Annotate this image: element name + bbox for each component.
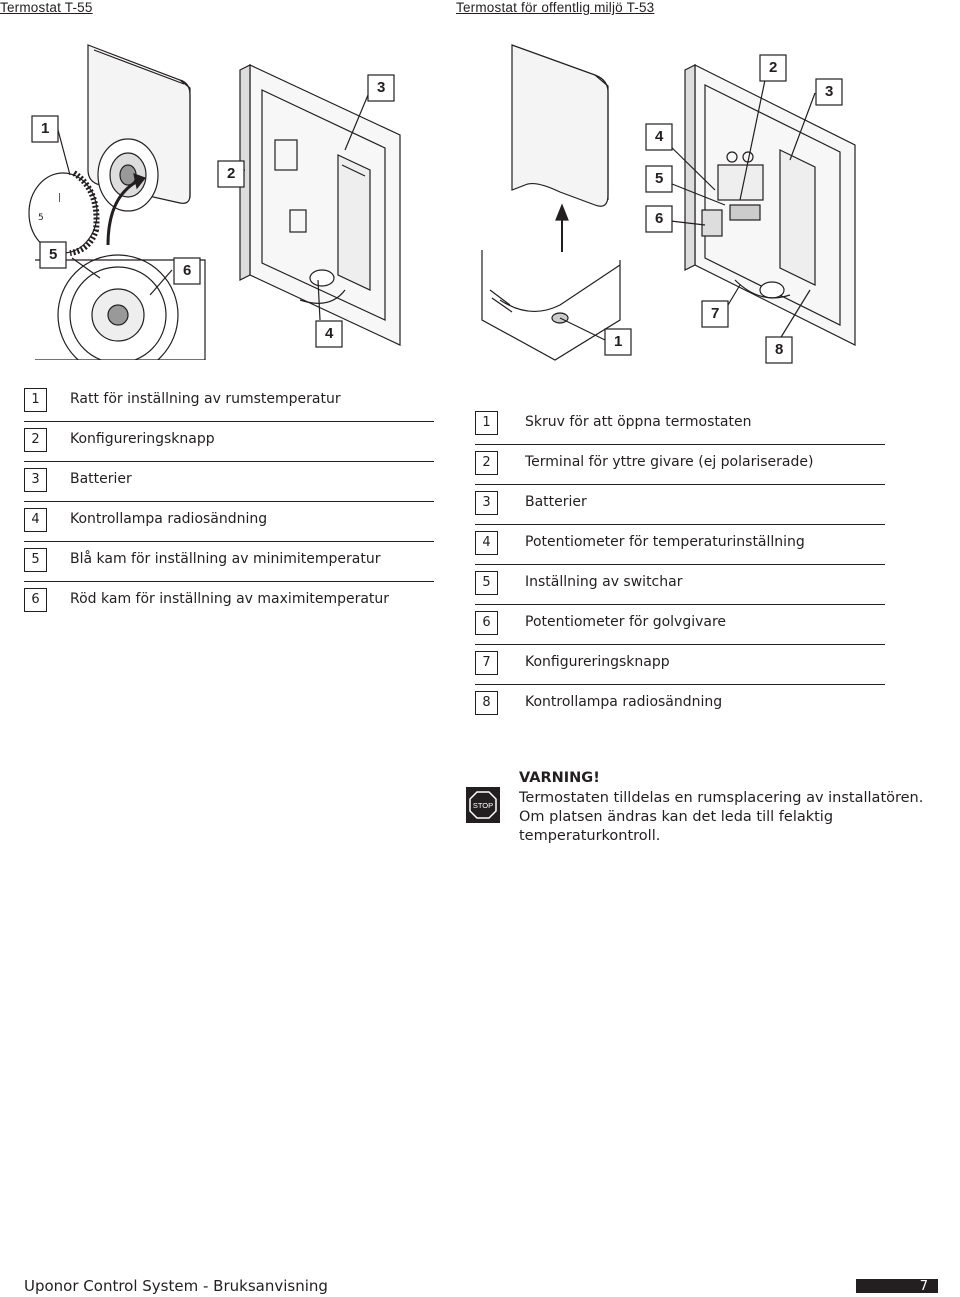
legend-text: Konfigureringsknapp — [70, 431, 215, 447]
legend-item: 7 Konfigureringsknapp — [475, 645, 885, 685]
legend-number: 2 — [475, 451, 498, 475]
legend-number: 1 — [475, 411, 498, 435]
legend-item: 4 Kontrollampa radiosändning — [24, 502, 434, 542]
footer-text: Uponor Control System - Bruksanvisning — [24, 1277, 328, 1295]
legend-text: Batterier — [70, 471, 132, 487]
callout-5: 5 — [655, 170, 664, 187]
svg-text:|: | — [58, 193, 61, 203]
legend-item: 3 Batterier — [24, 462, 434, 502]
warning-text: Termostaten tilldelas en rumsplacering a… — [519, 790, 924, 844]
legend-item: 8 Kontrollampa radiosändning — [475, 685, 885, 725]
legend-number: 6 — [475, 611, 498, 635]
callout-3: 3 — [825, 83, 834, 100]
legend-number: 2 — [24, 428, 47, 452]
callout-6: 6 — [183, 262, 192, 279]
legend-text: Batterier — [525, 494, 587, 510]
left-figure-title: Termostat T-55 — [0, 0, 93, 15]
legend-number: 8 — [475, 691, 498, 715]
callout-7: 7 — [711, 305, 720, 322]
legend-number: 7 — [475, 651, 498, 675]
legend-item: 1 Ratt för inställning av rumstemperatur — [24, 382, 434, 422]
legend-number: 4 — [24, 508, 47, 532]
legend-number: 3 — [24, 468, 47, 492]
callout-6: 6 — [655, 210, 664, 227]
legend-number: 5 — [475, 571, 498, 595]
legend-item: 5 Blå kam för inställning av minimitempe… — [24, 542, 434, 582]
legend-text: Röd kam för inställning av maximitempera… — [70, 591, 390, 607]
legend-text: Potentiometer för temperaturinställning — [525, 534, 805, 550]
callout-5: 5 — [49, 246, 58, 263]
right-figure-title: Termostat för offentlig miljö T-53 — [456, 0, 655, 15]
svg-text:5: 5 — [38, 213, 44, 223]
legend-text: Terminal för yttre givare (ej polarisera… — [525, 454, 814, 470]
callout-8: 8 — [775, 341, 784, 358]
legend-number: 3 — [475, 491, 498, 515]
callout-1: 1 — [41, 120, 50, 137]
legend-number: 5 — [24, 548, 47, 572]
legend-text: Ratt för inställning av rumstemperatur — [70, 391, 341, 407]
legend-item: 4 Potentiometer för temperaturinställnin… — [475, 525, 885, 565]
legend-text: Inställning av switchar — [525, 574, 683, 590]
legend-text: Konfigureringsknapp — [525, 654, 670, 670]
callout-4: 4 — [325, 325, 334, 342]
legend-text: Skruv för att öppna termostaten — [525, 414, 752, 430]
callout-4: 4 — [655, 128, 664, 145]
legend-item: 2 Terminal för yttre givare (ej polarise… — [475, 445, 885, 485]
legend-item: 5 Inställning av switchar — [475, 565, 885, 605]
legend-text: Kontrollampa radiosändning — [70, 511, 268, 527]
legend-text: Blå kam för inställning av minimitempera… — [70, 551, 381, 567]
legend-item: 2 Konfigureringsknapp — [24, 422, 434, 462]
callout-3: 3 — [377, 79, 386, 96]
legend-number: 6 — [24, 588, 47, 612]
callout-2: 2 — [227, 165, 236, 182]
t53-illustration: 1 2 3 4 5 6 7 8 — [470, 20, 950, 365]
stop-sign-icon: STOP — [466, 787, 500, 827]
callout-1: 1 — [614, 333, 623, 350]
legend-item: 3 Batterier — [475, 485, 885, 525]
legend-item: 6 Potentiometer för golvgivare — [475, 605, 885, 645]
legend-number: 1 — [24, 388, 47, 412]
legend-item: 6 Röd kam för inställning av maximitempe… — [24, 582, 434, 622]
legend-text: Kontrollampa radiosändning — [525, 694, 723, 710]
legend-text: Potentiometer för golvgivare — [525, 614, 727, 630]
callout-2: 2 — [769, 59, 778, 76]
t55-illustration: 5 | 1 2 3 4 5 6 — [0, 20, 450, 360]
page-number: 7 — [856, 1279, 938, 1294]
warning-title: VARNING! — [519, 770, 600, 786]
stop-sign-label: STOP — [473, 801, 493, 810]
legend-item: 1 Skruv för att öppna termostaten — [475, 405, 885, 445]
legend-number: 4 — [475, 531, 498, 555]
